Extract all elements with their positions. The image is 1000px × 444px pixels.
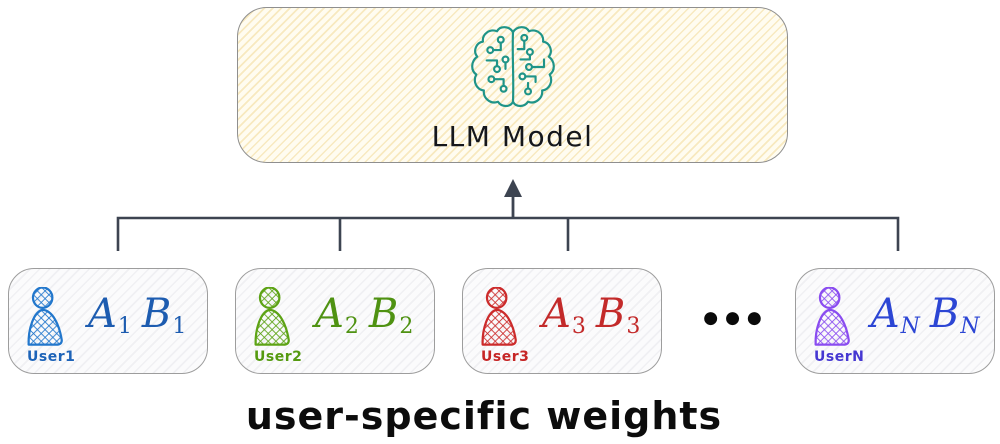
user-avatar-3: User3 xyxy=(479,287,529,365)
user-label-1: User1 xyxy=(27,349,76,365)
person-icon xyxy=(27,287,63,346)
user-avatar-2: User2 xyxy=(252,287,302,365)
ellipsis: ●●● xyxy=(703,308,769,328)
user-label-3: User3 xyxy=(481,349,530,365)
person-icon xyxy=(481,287,517,346)
llm-model-label: LLM Model xyxy=(431,119,594,153)
arrow-head-icon xyxy=(504,179,522,197)
brain-circuit-icon xyxy=(465,18,561,118)
person-icon xyxy=(814,287,850,346)
llm-model-box: LLM Model xyxy=(237,7,788,163)
user-label-n: UserN xyxy=(814,349,865,365)
user-avatar-n: UserN xyxy=(812,287,864,365)
user-label-2: User2 xyxy=(254,349,303,365)
user-avatar-1: User1 xyxy=(25,287,75,365)
caption: user-specific weights xyxy=(245,394,723,438)
person-icon xyxy=(254,287,290,346)
